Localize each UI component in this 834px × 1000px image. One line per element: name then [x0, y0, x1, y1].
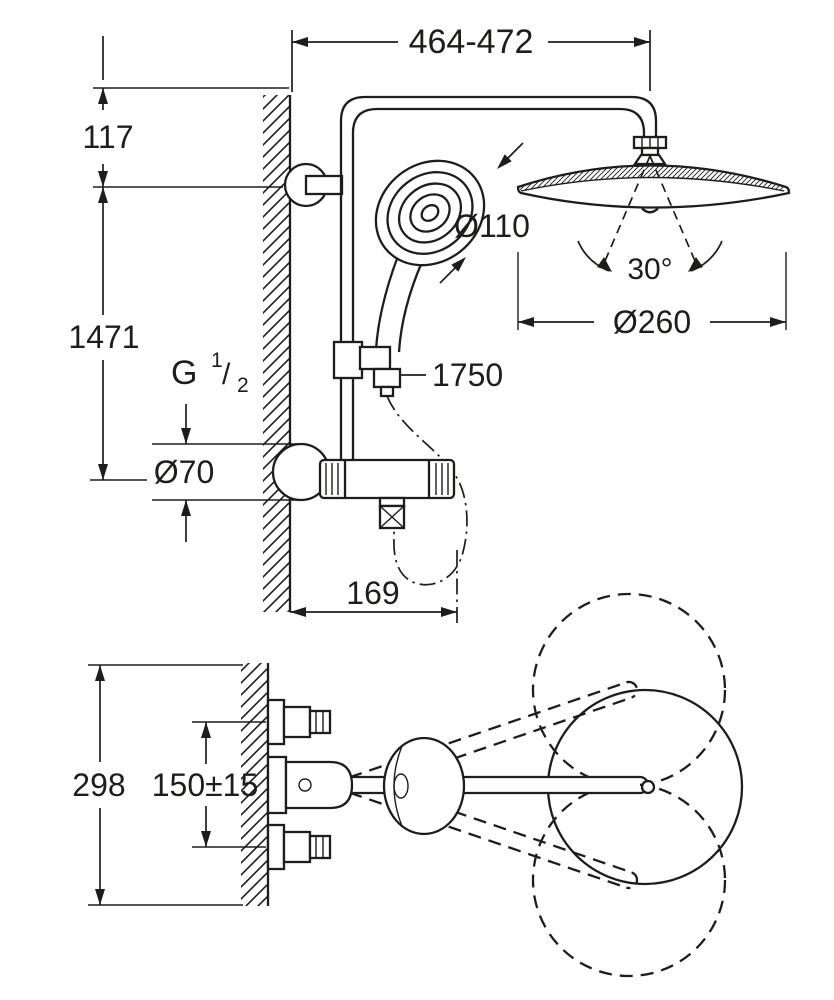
head-swivel-indication: 30° — [577, 155, 723, 286]
thread-numerator: 1 — [211, 349, 223, 372]
hand-shower — [374, 159, 486, 353]
label-connection-spacing: 150±15 — [152, 767, 259, 803]
hand-shower-head — [374, 159, 486, 267]
hose-connector — [372, 367, 402, 389]
dim-head-diameter: Ø260 — [517, 252, 787, 340]
arm-tip-joint — [640, 779, 656, 795]
top-view-dimensions: 298 150±15 — [72, 664, 266, 906]
shower-hose — [386, 395, 468, 586]
wall-hatch-front — [263, 95, 290, 612]
hand-shower-handle — [374, 255, 400, 351]
label-swivel-angle: 30° — [627, 253, 672, 286]
thread-denominator: 2 — [237, 374, 249, 397]
supply-connection-upper — [266, 698, 332, 746]
head-shower — [516, 164, 791, 214]
dim-connection-spacing: 150±15 — [152, 721, 266, 848]
label-hose-length: 1750 — [432, 357, 503, 393]
dim-top-width: 464-472 — [291, 23, 651, 92]
dim-hand-shower-diameter: Ø110 — [439, 142, 530, 284]
mixer-body-plan — [284, 760, 354, 810]
rail-wall-bracket — [283, 162, 344, 208]
thread-letter: G — [171, 354, 197, 392]
front-view: 30° — [68, 23, 791, 624]
shower-rail — [339, 95, 658, 462]
wall-section-front — [263, 95, 292, 612]
label-wall-clearance: 169 — [346, 575, 399, 611]
label-side-depth: 298 — [72, 767, 125, 803]
hand-shower-plan — [382, 736, 466, 836]
thread-slash: / — [222, 358, 231, 391]
wall-hatch-top — [241, 663, 268, 906]
thermostat-mixer — [271, 442, 456, 530]
bracket-arm — [304, 174, 344, 196]
swivel-position-upper — [531, 592, 727, 788]
dish-center-nub — [641, 207, 659, 214]
hand-shower-holder — [332, 340, 402, 398]
mixer-outlet — [378, 496, 406, 508]
label-escutcheon-diameter: Ø70 — [154, 454, 214, 490]
swivel-position-lower — [531, 782, 727, 978]
label-head-diameter: Ø260 — [613, 304, 691, 340]
dim-rail-height: 1471 — [68, 187, 147, 481]
label-top-width: 464-472 — [409, 23, 534, 61]
head-shower-connector — [632, 135, 668, 166]
label-rail-height: 1471 — [68, 319, 139, 355]
dim-wall-clearance: 169 — [290, 550, 458, 624]
thermostat-mixer-plan — [266, 698, 354, 871]
rail-clamp — [332, 340, 364, 380]
mixer-body — [318, 458, 456, 500]
top-view: 298 150±15 — [72, 592, 744, 978]
label-hand-shower-diameter: Ø110 — [454, 208, 530, 244]
dim-escutcheon-diameter: Ø70 — [152, 404, 301, 542]
dim-top-offset: 117 — [82, 36, 289, 188]
dim-side-depth: 298 — [72, 664, 243, 906]
mixer-escutcheon-plan — [266, 755, 288, 815]
label-top-offset: 117 — [82, 119, 133, 155]
holder-arm — [358, 345, 392, 371]
label-thread: G 1 / 2 — [171, 349, 249, 397]
supply-connection-lower — [266, 823, 332, 871]
front-view-dimensions: 464-472 117 1471 — [68, 23, 787, 624]
dim-hose-length: 1750 — [401, 357, 503, 393]
